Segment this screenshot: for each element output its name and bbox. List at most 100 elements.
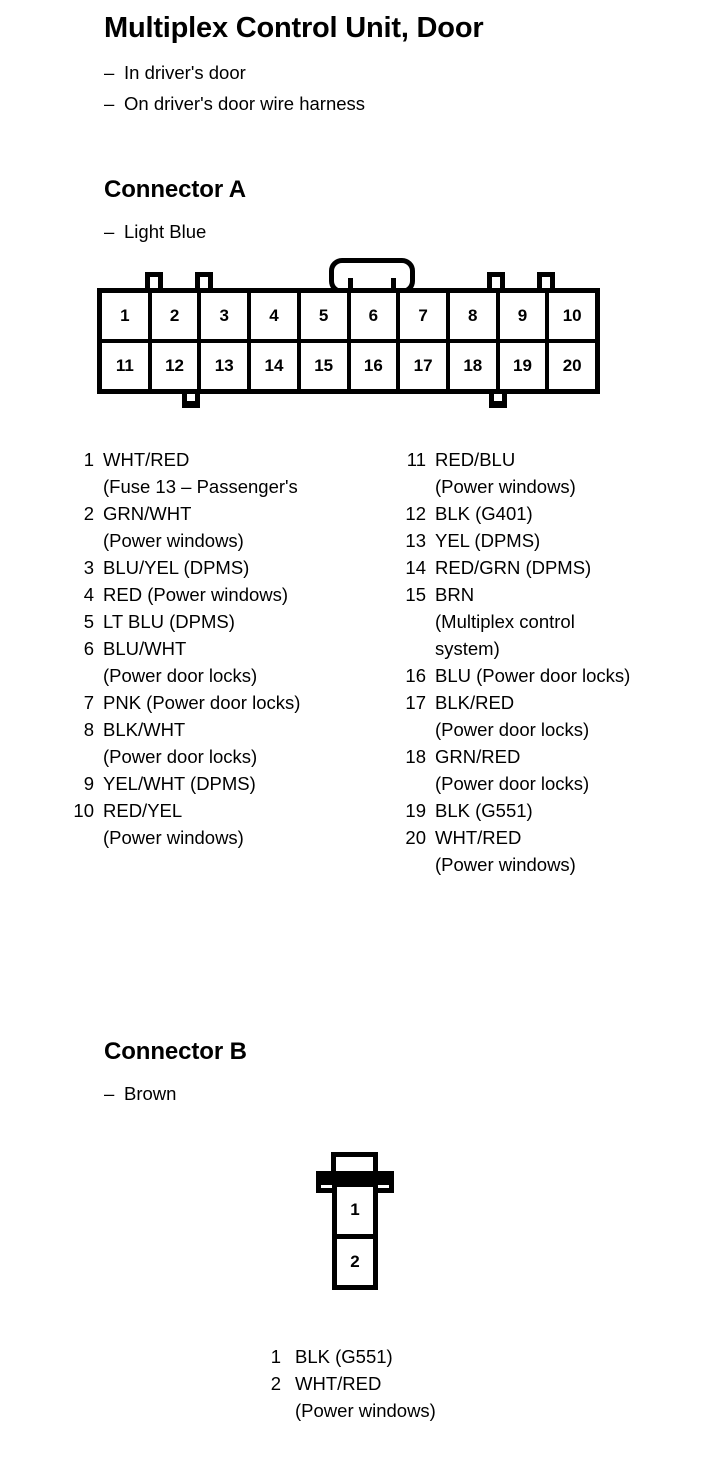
pin-number: 11 bbox=[406, 449, 426, 470]
pin-label: YEL/WHT (DPMS) bbox=[103, 773, 256, 794]
pin-label: GRN/RED bbox=[435, 746, 521, 767]
pin-number: 3 bbox=[83, 557, 94, 578]
pin-cell: 15 bbox=[301, 343, 351, 389]
pin-label: BRN bbox=[435, 584, 475, 605]
pin-cell: 20 bbox=[562, 356, 582, 375]
pin-cell: 6 bbox=[351, 293, 401, 339]
pin-cell: 7 bbox=[400, 293, 450, 339]
pin-cell: 1 bbox=[102, 293, 152, 339]
pin-list-item: 6 BLU/WHT bbox=[84, 635, 300, 662]
tab-hole bbox=[494, 388, 502, 401]
connector-b-pin-grid: 1 2 bbox=[332, 1182, 378, 1290]
pin-cell: 11 bbox=[102, 343, 152, 389]
pin-cell: 2 bbox=[152, 293, 202, 339]
shoulder-fill bbox=[321, 1176, 389, 1185]
connector-b-heading: Connector B bbox=[104, 1038, 247, 1065]
dash-marker: – bbox=[104, 62, 115, 83]
pin-number: 2 bbox=[83, 503, 94, 524]
connector-a-bottom-row: 11 12 13 14 15 16 17 18 19 20 bbox=[102, 343, 595, 389]
pin-label-continuation: (Multiplex control bbox=[435, 611, 575, 632]
page-note-1: –In driver's door bbox=[104, 62, 246, 84]
pin-number: 16 bbox=[405, 665, 426, 686]
pin-list-item: 17 BLK/RED bbox=[405, 689, 630, 716]
pin-label-continuation: (Power door locks) bbox=[103, 665, 258, 686]
connector-a-top-row: 1 2 3 4 5 6 7 8 9 10 bbox=[102, 293, 595, 343]
pin-list-item: 16 BLU (Power door locks) bbox=[405, 662, 631, 689]
pin-cell: 9 bbox=[500, 293, 550, 339]
pin-number: 17 bbox=[405, 692, 426, 713]
connector-b-color-text: Brown bbox=[124, 1083, 177, 1104]
pin-number: 6 bbox=[83, 638, 94, 659]
pin-cell: 1 bbox=[337, 1187, 373, 1239]
pin-cell: 19 bbox=[500, 343, 550, 389]
pin-label: PNK (Power door locks) bbox=[103, 692, 301, 713]
pin-label: BLK (G551) bbox=[435, 800, 533, 821]
pin-list-item: 9 YEL/WHT (DPMS) bbox=[84, 770, 300, 797]
connector-a-pin-grid: 1 2 3 4 5 6 7 8 9 10 11 12 13 14 15 16 1… bbox=[97, 288, 600, 394]
page-note-2-text: On driver's door wire harness bbox=[124, 93, 366, 114]
connector-a-color-text: Light Blue bbox=[124, 221, 207, 242]
pin-label: BLU/YEL (DPMS) bbox=[103, 557, 250, 578]
pin-number: 14 bbox=[405, 557, 426, 578]
tab-hole bbox=[200, 277, 208, 291]
tab-hole bbox=[492, 277, 500, 291]
pin-label: WHT/RED bbox=[103, 449, 190, 470]
pin-cell: 17 bbox=[400, 343, 450, 389]
pin-number: 7 bbox=[83, 692, 94, 713]
connector-a-color-note: –Light Blue bbox=[104, 221, 206, 243]
pin-label: BLU (Power door locks) bbox=[435, 665, 631, 686]
pin-cell: 16 bbox=[351, 343, 401, 389]
pin-cell: 4 bbox=[251, 293, 301, 339]
pin-number: 1 bbox=[83, 449, 94, 470]
connector-a-pin-list-left: 1 WHT/RED (Fuse 13 – Passenger's 2 GRN/WHT (P… bbox=[73, 446, 301, 851]
pin-label-continuation: (Power door locks) bbox=[103, 746, 258, 767]
pin-number: 9 bbox=[83, 773, 94, 794]
pin-label-continuation: (Power windows) bbox=[103, 827, 244, 848]
pin-cell: 5 bbox=[301, 293, 351, 339]
pin-list-item: 7 PNK (Power door locks) bbox=[84, 689, 301, 716]
pin-cell: 10 bbox=[562, 306, 582, 325]
connector-b-diagram: 1 2 bbox=[310, 1152, 400, 1292]
pin-label: BLU/WHT bbox=[103, 638, 187, 659]
connector-a-diagram: 1 2 3 4 5 6 7 8 9 10 11 12 13 14 15 16 1… bbox=[97, 254, 603, 414]
pin-label-continuation: (Power door locks) bbox=[435, 719, 590, 740]
tab-hole bbox=[150, 277, 158, 291]
pin-label: GRN/WHT bbox=[103, 503, 192, 524]
pin-label: BLK/RED bbox=[435, 692, 515, 713]
pin-label-continuation: (Fuse 13 – Passenger's bbox=[103, 476, 298, 497]
pin-number: 12 bbox=[405, 503, 426, 524]
page-title: Multiplex Control Unit, Door bbox=[104, 12, 484, 44]
pin-cell: 13 bbox=[201, 343, 252, 389]
pin-cell: 18 bbox=[450, 343, 500, 389]
tab-hole bbox=[187, 388, 195, 401]
pin-number: 4 bbox=[83, 584, 94, 605]
pin-label: LT BLU (DPMS) bbox=[103, 611, 235, 632]
pin-label: RED/GRN (DPMS) bbox=[435, 557, 592, 578]
dash-marker: – bbox=[104, 93, 115, 114]
pin-label: WHT/RED bbox=[435, 827, 522, 848]
pin-number: 19 bbox=[405, 800, 426, 821]
pin-label: BLK/WHT bbox=[103, 719, 186, 740]
connector-a-heading: Connector A bbox=[104, 176, 247, 203]
pin-number: 15 bbox=[405, 584, 426, 605]
pin-label: BLK (G551) bbox=[295, 1346, 393, 1367]
pin-number: 20 bbox=[405, 827, 426, 848]
latch-cap-icon bbox=[331, 1152, 378, 1174]
pin-label-continuation: system) bbox=[435, 638, 500, 659]
pin-number: 2 bbox=[270, 1373, 281, 1394]
page-note-2: –On driver's door wire harness bbox=[104, 93, 365, 115]
pin-list-item: 1 WHT/RED bbox=[84, 446, 300, 473]
pin-label: RED/YEL bbox=[103, 800, 183, 821]
pin-cell: 8 bbox=[450, 293, 500, 339]
